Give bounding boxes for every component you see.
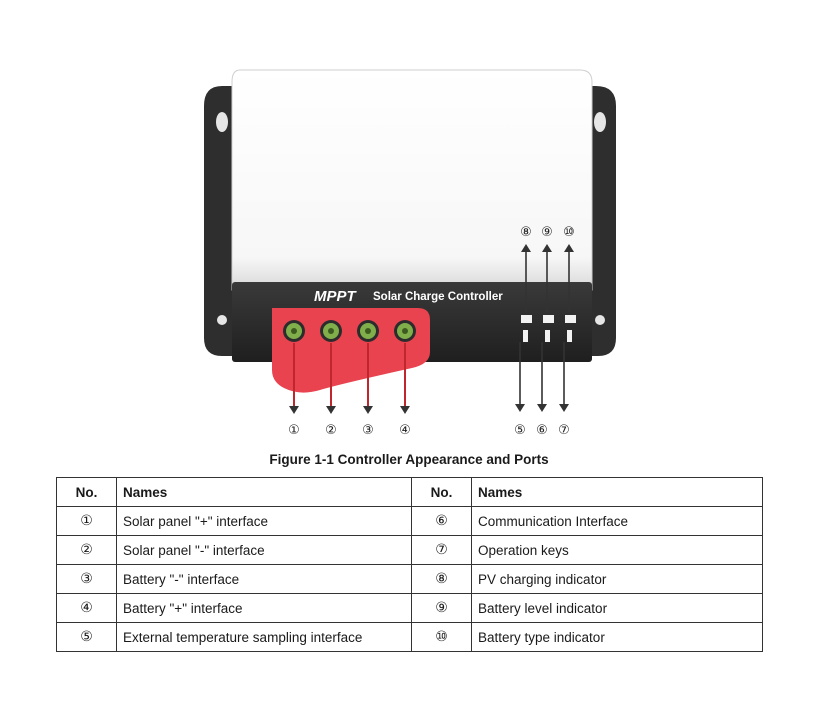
terminal-4 <box>394 320 416 342</box>
indicator-group <box>521 315 576 342</box>
indicator-battery-level <box>543 315 554 323</box>
row-number: ⑦ <box>411 535 472 565</box>
terminal-3 <box>357 320 379 342</box>
callout-6: ⑥ <box>536 423 548 438</box>
row-name: External temperature sampling interface <box>116 622 412 652</box>
callout-2: ② <box>325 423 337 438</box>
row-number: ③ <box>56 564 117 594</box>
port-communication <box>545 330 550 342</box>
row-name: Battery "-" interface <box>116 564 412 594</box>
mount-hole-top-left <box>216 112 228 132</box>
indicator-pv <box>521 315 532 323</box>
terminal-1 <box>283 320 305 342</box>
product-label: Solar Charge Controller <box>373 291 503 303</box>
callout-5: ⑤ <box>514 423 526 438</box>
row-number: ⑤ <box>56 622 117 652</box>
mount-hole-bottom-left <box>217 315 227 325</box>
header-no-right: No. <box>411 477 472 507</box>
row-name: Communication Interface <box>471 506 763 536</box>
terminal-panel <box>272 308 430 393</box>
callout-4: ④ <box>399 423 411 438</box>
row-name: Solar panel "+" interface <box>116 506 412 536</box>
indicator-battery-type <box>565 315 576 323</box>
row-name: PV charging indicator <box>471 564 763 594</box>
row-number: ⑧ <box>411 564 472 594</box>
table-row: ⑤ External temperature sampling interfac… <box>56 622 763 652</box>
terminal-2 <box>320 320 342 342</box>
row-name: Battery type indicator <box>471 622 763 652</box>
header-names-left: Names <box>116 477 412 507</box>
terminal-arrows <box>293 343 406 408</box>
controller-diagram: MPPT Solar Charge Controller <box>204 69 616 438</box>
indicator-arrows-top <box>525 250 570 312</box>
callout-1: ① <box>288 423 300 438</box>
callout-10: ⑩ <box>563 225 575 240</box>
row-number: ② <box>56 535 117 565</box>
table-row: ① Solar panel "+" interface ⑥ Communicat… <box>56 506 763 536</box>
ports-table: No. Names No. Names ① Solar panel "+" in… <box>56 477 763 652</box>
callout-8: ⑧ <box>520 225 532 240</box>
row-name: Battery "+" interface <box>116 593 412 623</box>
table-row: ③ Battery "-" interface ⑧ PV charging in… <box>56 564 763 594</box>
row-number: ⑩ <box>411 622 472 652</box>
operation-keys <box>567 330 572 342</box>
row-number: ⑥ <box>411 506 472 536</box>
terminals <box>283 320 416 342</box>
row-number: ④ <box>56 593 117 623</box>
indicator-arrowheads-top <box>521 244 574 252</box>
mount-hole-top-right <box>594 112 606 132</box>
table-header-row: No. Names No. Names <box>56 477 763 507</box>
row-name: Battery level indicator <box>471 593 763 623</box>
row-name: Operation keys <box>471 535 763 565</box>
table-row: ④ Battery "+" interface ⑨ Battery level … <box>56 593 763 623</box>
table-row: ② Solar panel "-" interface ⑦ Operation … <box>56 535 763 565</box>
port-temp-sensor <box>523 330 528 342</box>
brand-label: MPPT <box>314 288 358 305</box>
callout-3: ③ <box>362 423 374 438</box>
mount-hole-bottom-right <box>595 315 605 325</box>
figure-caption: Figure 1-1 Controller Appearance and Por… <box>269 452 549 467</box>
header-names-right: Names <box>471 477 763 507</box>
callout-9: ⑨ <box>541 225 553 240</box>
row-number: ① <box>56 506 117 536</box>
header-no-left: No. <box>56 477 117 507</box>
port-arrowheads-bottom <box>515 404 569 412</box>
callout-7: ⑦ <box>558 423 570 438</box>
controller-cover <box>231 69 593 291</box>
row-number: ⑨ <box>411 593 472 623</box>
terminal-arrowheads <box>289 406 410 414</box>
row-name: Solar panel "-" interface <box>116 535 412 565</box>
port-arrows-bottom <box>519 342 565 406</box>
